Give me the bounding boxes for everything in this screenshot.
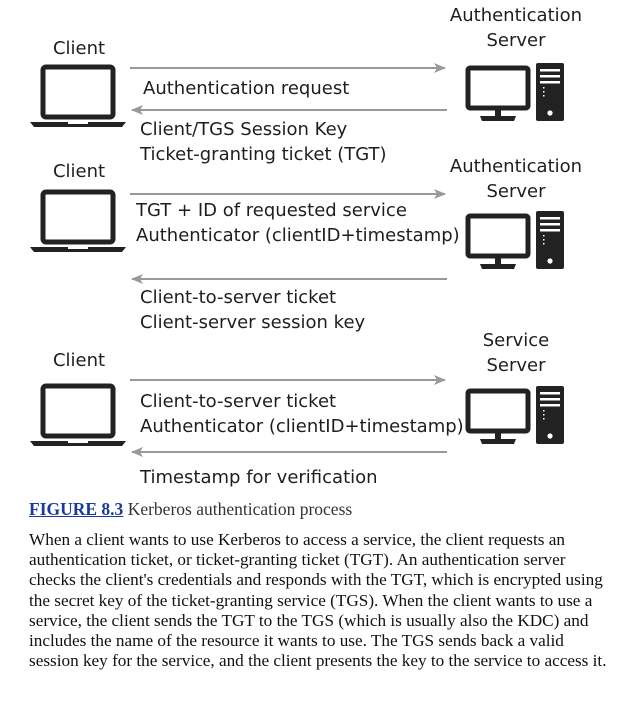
- row-3: Client Service Server Client-to-server t…: [30, 330, 564, 488]
- request-line-1: Client-to-server ticket: [140, 391, 336, 412]
- client-label: Client: [53, 161, 105, 182]
- response-line-1: Client-to-server ticket: [140, 287, 336, 308]
- body-paragraph: When a client wants to use Kerberos to a…: [29, 530, 607, 671]
- server-label-line-2: Server: [486, 30, 546, 51]
- request-line-2: Authenticator (clientID+timestamp): [136, 225, 460, 246]
- laptop-icon: [30, 386, 126, 446]
- client-label: Client: [53, 350, 105, 371]
- desktop-server-icon: [468, 386, 564, 444]
- request-line-1: TGT + ID of requested service: [135, 200, 407, 221]
- caption-text: Kerberos authentication process: [127, 499, 353, 519]
- server-label-line-1: Authentication: [450, 156, 582, 177]
- laptop-icon: [30, 67, 126, 127]
- laptop-icon: [30, 192, 126, 252]
- row-1: Client Authentication Server Authenticat…: [30, 5, 582, 165]
- server-label-line-2: Server: [486, 355, 546, 376]
- response-line-2: Ticket-granting ticket (TGT): [139, 144, 387, 165]
- desktop-server-icon: [468, 63, 564, 121]
- server-label-line-1: Authentication: [450, 5, 582, 26]
- kerberos-diagram: Client Authentication Server Authenticat…: [0, 5, 582, 488]
- row-2: Client Authentication Server TGT + ID of…: [30, 156, 582, 333]
- figure-caption: FIGURE 8.3 Kerberos authentication proce…: [29, 499, 609, 520]
- client-label: Client: [53, 38, 105, 59]
- response-line: Timestamp for verification: [139, 467, 378, 488]
- server-label-line-2: Server: [486, 181, 546, 202]
- desktop-server-icon: [468, 211, 564, 269]
- response-line-2: Client-server session key: [140, 312, 366, 333]
- request-line: Authentication request: [143, 78, 349, 99]
- request-line-2: Authenticator (clientID+timestamp): [140, 416, 464, 437]
- figure-link[interactable]: FIGURE 8.3: [29, 499, 124, 519]
- server-label-line-1: Service: [483, 330, 550, 351]
- response-line-1: Client/TGS Session Key: [140, 119, 348, 140]
